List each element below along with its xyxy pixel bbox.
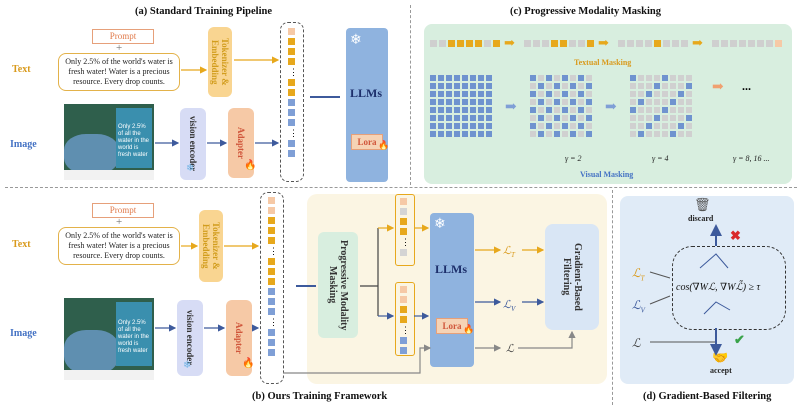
gbf-box: Gradient-Based Filtering (545, 224, 599, 330)
loss-t-b: ℒT (503, 245, 515, 260)
discard-label: discard (688, 214, 714, 223)
adapter-box-a: Adapter (228, 108, 254, 178)
trash-icon: 🗑 (694, 197, 711, 212)
accept-label: accept (710, 366, 732, 375)
poster-image-b: Only 2.5% of all the water in the world … (64, 298, 154, 380)
panel-c (424, 24, 792, 184)
loss-v-b: ℒV (503, 299, 516, 314)
loss-b: ℒ (506, 343, 514, 355)
lora-box-a: Lora (351, 134, 383, 150)
panel-d (620, 196, 794, 384)
gamma-4: γ = 4 (652, 154, 669, 163)
fire-icon: 🔥 (244, 160, 257, 171)
cos-formula: cos(∇Wℒ, ∇Wℒ̃) ≥ τ (676, 282, 761, 293)
vision-encoder-box-b: vision encoder (177, 300, 203, 376)
textual-masking-row: ➡➡➡ (430, 35, 790, 50)
token-squares-b: ⋮⋮ (267, 197, 278, 377)
text-label-a: Text (12, 64, 31, 75)
snowflake-icon: ❄ (350, 33, 362, 48)
loss-t-d: ℒT (632, 266, 645, 283)
masked-tokens-top: ⋮ (399, 198, 410, 262)
snowflake-icon: ❄ (186, 163, 195, 174)
arrows-a (155, 56, 340, 147)
fire-icon: 🔥 (242, 358, 255, 369)
poster-text: Only 2.5% of all the water in the world … (118, 320, 150, 354)
title-b: (b) Ours Training Framework (252, 391, 388, 402)
arrows-d (649, 224, 731, 356)
vertical-separator-bottom (612, 190, 613, 405)
plus-icon: + (116, 42, 123, 54)
llm-box-b (430, 213, 474, 367)
text-input-b: Only 2.5% of the world's water is fresh … (58, 227, 180, 265)
check-icon: ✔ (734, 332, 745, 347)
plus-icon: + (116, 216, 123, 228)
loss-v-d: ℒV (632, 298, 645, 315)
llm-label-b: LLMs (435, 262, 468, 276)
token-column-b (260, 192, 284, 384)
masked-stack-bottom (395, 282, 415, 356)
image-label-a: Image (10, 139, 37, 150)
lora-box-b: Lora (436, 318, 468, 334)
tokenizer-box-a: Tokenizer & Embedding (208, 27, 232, 97)
snowflake-icon: ❄ (183, 360, 192, 371)
title-d: (d) Gradient-Based Filtering (643, 391, 772, 402)
snowflake-icon: ❄ (434, 217, 446, 232)
text-input-a: Only 2.5% of the world's water is fresh … (58, 53, 180, 91)
masked-stack-top (395, 194, 415, 266)
adapter-box-b: Adapter (226, 300, 252, 376)
image-label-b: Image (10, 328, 37, 339)
gamma-2: γ = 2 (565, 154, 582, 163)
llm-box-a (346, 28, 388, 182)
text-label-b: Text (12, 239, 31, 250)
masked-tokens-bottom: ⋮ (399, 286, 410, 354)
title-a: (a) Standard Training Pipeline (135, 6, 273, 17)
vertical-separator-top (410, 5, 411, 185)
pmm-box: Progressive Modality Masking (318, 232, 358, 338)
poster-text: Only 2.5% of all the water in the world … (118, 124, 150, 158)
prompt-box-b: Prompt (92, 203, 154, 218)
poster-image-a: Only 2.5% of all the water in the world … (64, 104, 154, 180)
cross-icon: ✖ (730, 228, 741, 243)
visual-masking-grids: ➡➡➡... (430, 75, 790, 155)
visual-masking-label: Visual Masking (580, 170, 634, 179)
fire-icon: 🔥 (378, 140, 390, 150)
gamma-8-16: γ = 8, 16 ... (733, 154, 770, 163)
horizontal-separator (5, 187, 797, 188)
arrows-b (155, 224, 576, 374)
loss-d: ℒ (632, 336, 641, 350)
token-squares-a: ⋮⋮ (287, 28, 298, 178)
fire-icon: 🔥 (463, 324, 475, 334)
title-c: (c) Progressive Modality Masking (510, 6, 661, 17)
prompt-box-a: Prompt (92, 29, 154, 44)
tokenizer-box-b: Tokenizer & Embedding (199, 210, 223, 282)
vision-encoder-box-a: vision encoder (180, 108, 206, 180)
decision-region (672, 246, 786, 330)
textual-masking-label: Textual Masking (574, 58, 632, 67)
llm-label-a: LLMs (350, 86, 383, 100)
token-column-a (280, 22, 304, 182)
